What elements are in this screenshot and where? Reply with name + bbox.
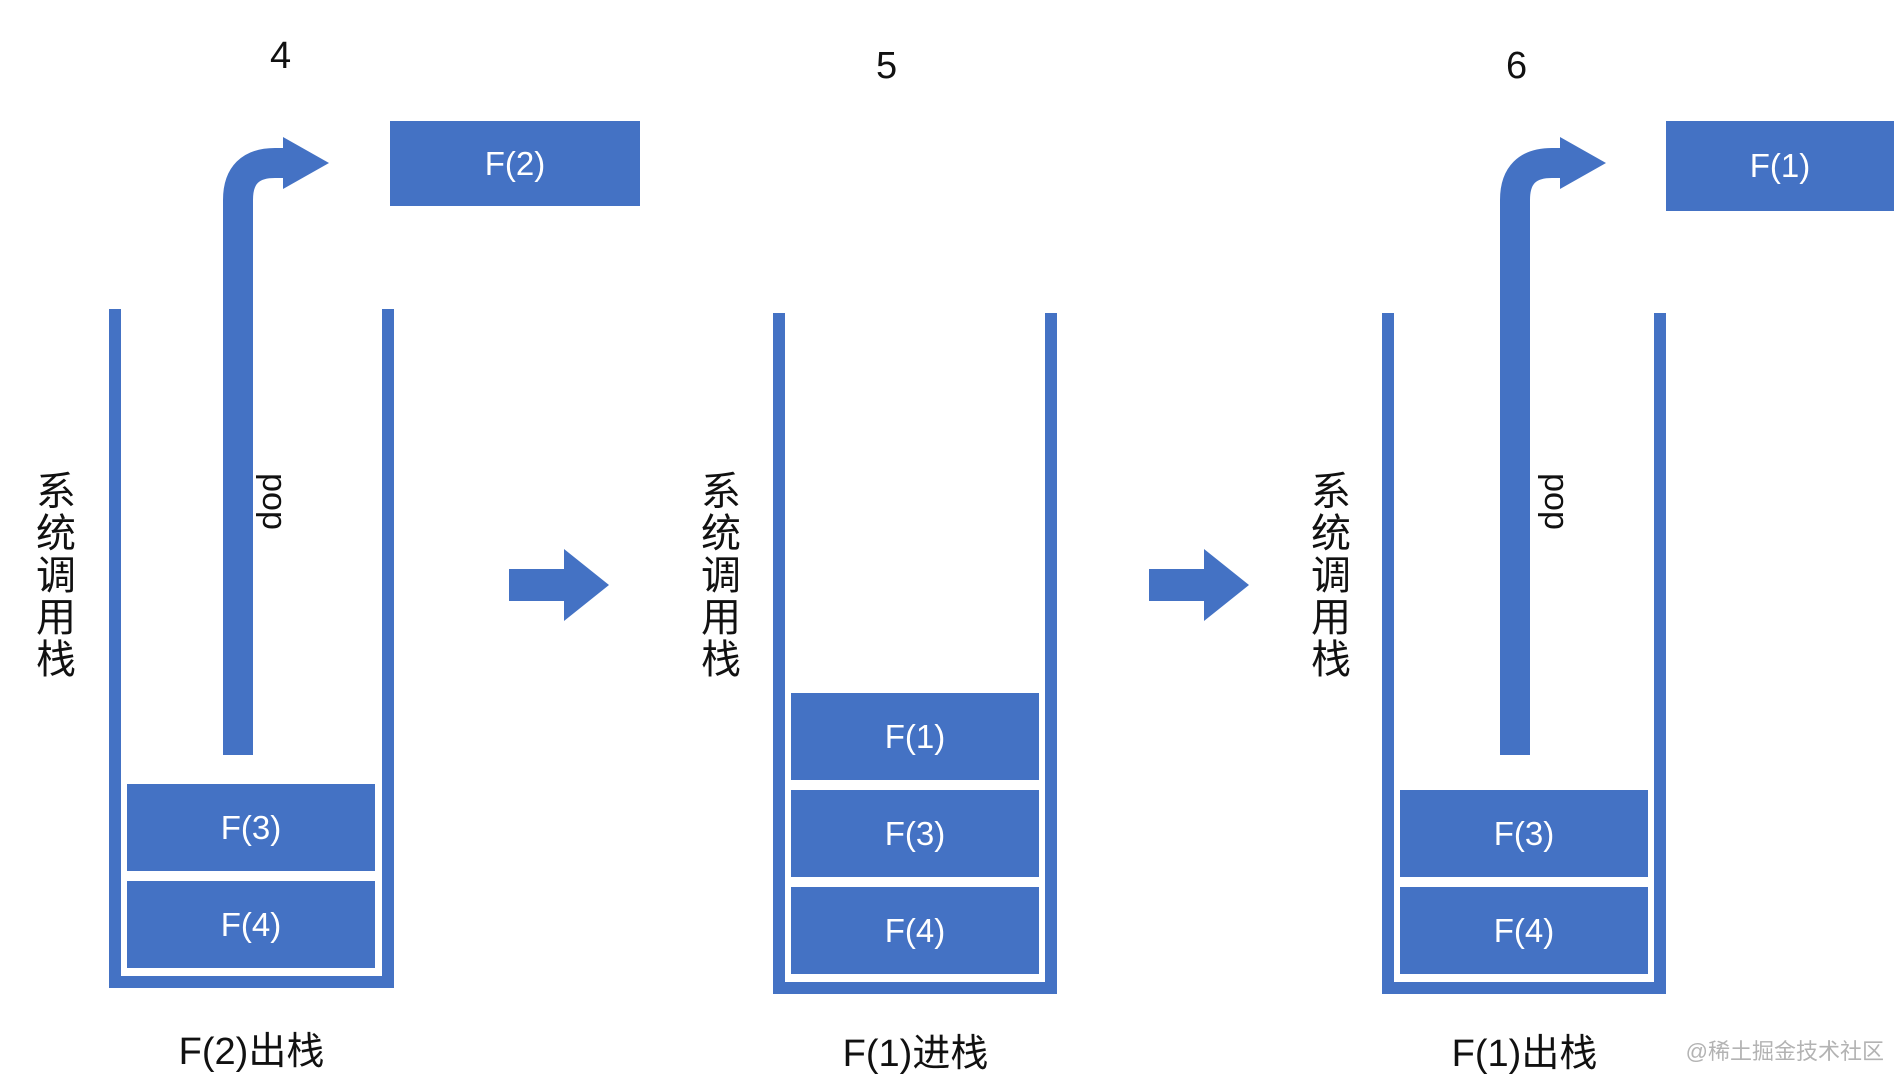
panel-caption: F(2)出栈 bbox=[178, 1031, 325, 1073]
watermark: @稀土掘金技术社区 bbox=[1685, 1039, 1884, 1064]
pop-arrow bbox=[1500, 137, 1606, 755]
popped-frame-box: F(2) bbox=[390, 121, 640, 206]
next-step-arrow bbox=[1149, 549, 1249, 621]
stack-frame: F(4) bbox=[127, 881, 375, 968]
stack-label: 系统调用栈 bbox=[30, 470, 74, 680]
panel-caption: F(1)出栈 bbox=[1451, 1033, 1598, 1075]
next-step-arrow bbox=[509, 549, 609, 621]
call-stack-container: F(3) F(4) bbox=[1382, 313, 1666, 994]
popped-frame-box: F(1) bbox=[1666, 121, 1894, 211]
stack-frame: F(3) bbox=[1400, 790, 1648, 877]
step-number: 4 bbox=[270, 35, 292, 77]
step-number: 6 bbox=[1506, 45, 1528, 87]
panel-caption: F(1)进栈 bbox=[842, 1033, 989, 1075]
call-stack-container: F(3) F(4) bbox=[109, 309, 394, 988]
stack-frame: F(3) bbox=[127, 784, 375, 871]
stack-label: 系统调用栈 bbox=[695, 470, 739, 680]
stack-frame: F(4) bbox=[791, 887, 1039, 974]
call-stack-container: F(1) F(3) F(4) bbox=[773, 313, 1057, 994]
stack-frame: F(4) bbox=[1400, 887, 1648, 974]
step-number: 5 bbox=[876, 45, 898, 87]
pop-arrow bbox=[223, 137, 329, 755]
stack-frame: F(1) bbox=[791, 693, 1039, 780]
stack-frame: F(3) bbox=[791, 790, 1039, 877]
stack-label: 系统调用栈 bbox=[1305, 470, 1349, 680]
